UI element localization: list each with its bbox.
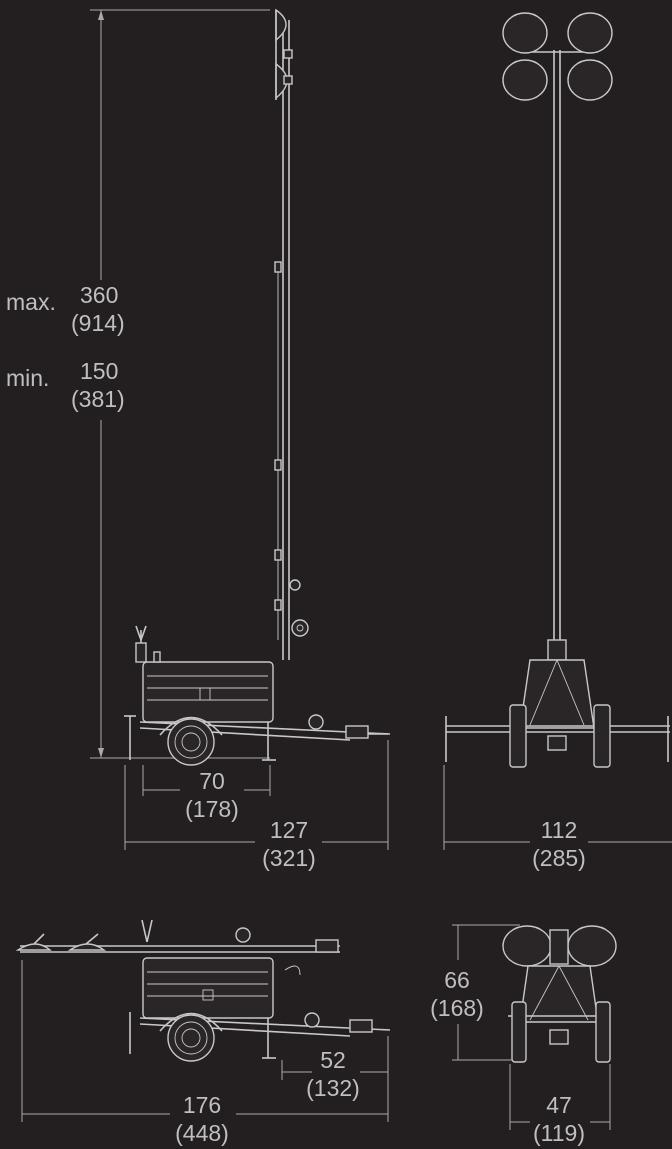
rear-lamp-top-right	[567, 12, 613, 54]
rear-width-value: 112	[541, 817, 578, 843]
height-min-metric: (381)	[71, 386, 125, 412]
rear-width-metric: (285)	[532, 845, 586, 871]
height-min-value: 150	[80, 358, 118, 384]
rear-view-stowed	[452, 924, 617, 1130]
side-length-value: 127	[270, 817, 308, 843]
side-view-stowed	[15, 919, 391, 1122]
rear-width-dimension-line	[443, 765, 672, 850]
side-view-raised	[90, 8, 391, 850]
side-trailer	[124, 625, 391, 766]
height-max-value: 360	[80, 282, 118, 308]
side-length-dimension-line	[124, 740, 389, 850]
side-length-metric: (321)	[262, 845, 316, 871]
stowed-height-dimension-line	[452, 924, 520, 1061]
side-mast	[274, 8, 309, 660]
stowed-length-value: 176	[183, 1092, 221, 1118]
hitch-length-dimension-line	[281, 1036, 389, 1080]
height-max-label: max.	[6, 289, 56, 315]
height-dimension-line	[90, 9, 270, 759]
wheelbase-metric: (178)	[185, 796, 239, 822]
height-max-metric: (914)	[71, 310, 125, 336]
rear-lamp-bottom-right	[567, 59, 613, 101]
wheelbase-value: 70	[199, 768, 225, 794]
hitch-length-metric: (132)	[306, 1075, 360, 1101]
stowed-height-value: 66	[444, 967, 470, 993]
rear-view-raised	[443, 12, 672, 850]
wheelbase-dimension-line	[142, 765, 271, 796]
rear-lamp-bottom-left	[502, 59, 548, 101]
stowed-height-metric: (168)	[430, 995, 484, 1021]
stowed-width-dimension-line	[509, 1064, 611, 1130]
height-min-label: min.	[6, 365, 49, 391]
stowed-width-value: 47	[546, 1092, 572, 1118]
stowed-width-metric: (119)	[533, 1120, 585, 1146]
stowed-length-metric: (448)	[175, 1120, 229, 1146]
dimension-labels: max. 360 (914) min. 150 (381) 70 (178) 1…	[6, 282, 586, 1146]
rear-lamp-top-left	[502, 12, 548, 54]
stowed-length-dimension-line	[21, 960, 389, 1122]
hitch-length-value: 52	[320, 1047, 346, 1073]
